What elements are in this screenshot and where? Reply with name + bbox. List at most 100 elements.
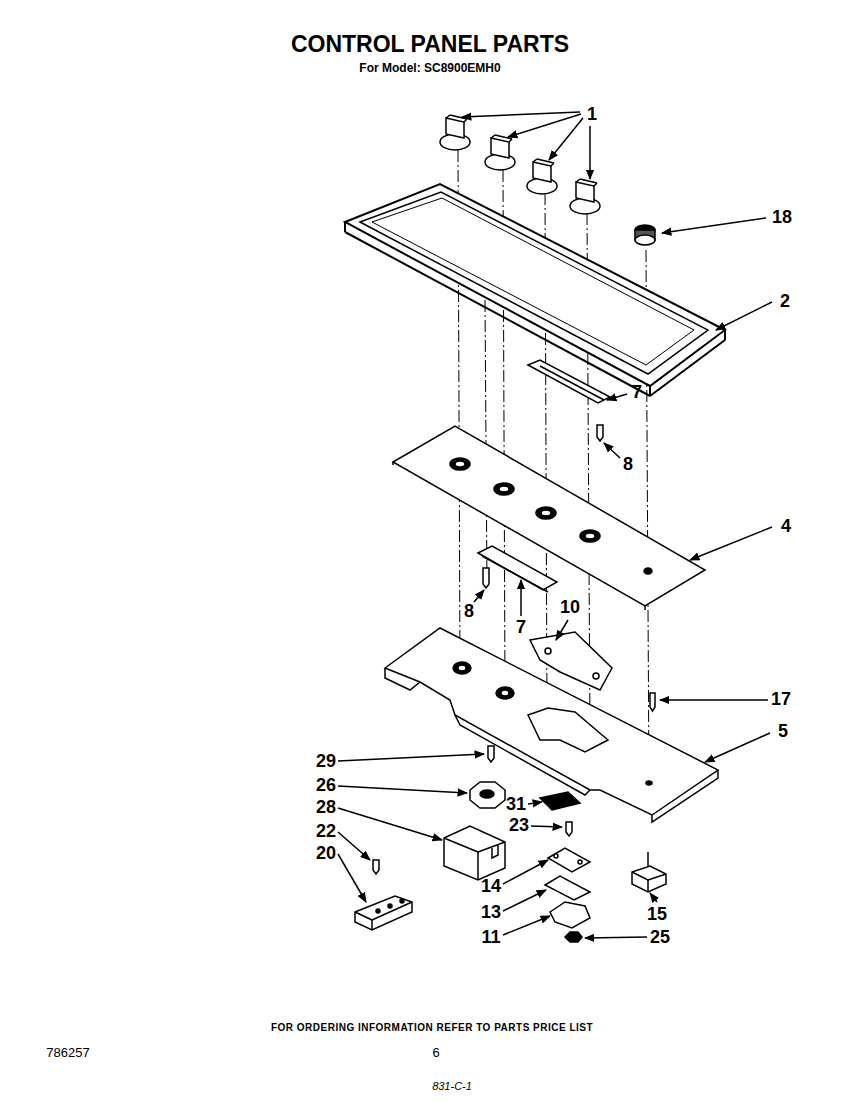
leader-lines-part <box>503 860 548 884</box>
callout-number: 25 <box>650 928 670 948</box>
panel-plate-part <box>455 461 465 467</box>
knobs-part-part <box>635 235 655 245</box>
electrical-components-part <box>388 904 392 908</box>
leader-lines-part <box>338 754 484 761</box>
leader-lines-part <box>503 916 550 935</box>
callout-number: 18 <box>772 208 792 228</box>
knobs-part-part <box>509 139 512 142</box>
mounting-bracket <box>385 628 718 822</box>
leader-lines-part <box>338 832 370 860</box>
leader-lines-part <box>589 126 591 179</box>
label-holder: 28 <box>316 798 336 818</box>
panel-plate-part <box>644 606 646 610</box>
electrical-components-part <box>355 896 412 930</box>
electrical-components-part <box>565 932 582 942</box>
mounting-bracket-part <box>496 687 514 699</box>
electrical-components-part <box>632 866 666 892</box>
leader-lines-part <box>690 527 772 560</box>
control-panel-frame-part <box>724 330 726 340</box>
electrical-components-part <box>648 874 666 880</box>
trim-strips-part <box>482 556 548 592</box>
callout-number: 17 <box>771 690 791 710</box>
trim-strips-part <box>483 568 489 588</box>
label-holder: 7 <box>516 618 526 638</box>
label-holder: 8 <box>623 455 633 475</box>
callout-number: 13 <box>481 903 501 923</box>
callout-number: 14 <box>481 877 501 897</box>
callout-number: 10 <box>560 598 580 618</box>
panel-plate-part <box>536 507 556 519</box>
callout-number: 7 <box>516 618 526 638</box>
electrical-components-part <box>578 860 582 864</box>
knobs <box>440 115 655 245</box>
callout-number: 5 <box>778 722 788 742</box>
knobs-part-part <box>594 183 597 186</box>
mounting-bracket-part <box>453 662 471 674</box>
control-panel-frame-part <box>650 340 725 396</box>
knobs-part <box>485 135 515 170</box>
panel-plate-part <box>450 458 470 470</box>
leader-lines <box>338 112 772 938</box>
callout-number: 4 <box>781 517 791 537</box>
callout-number: 8 <box>623 455 633 475</box>
electrical-components-part <box>376 909 380 913</box>
label-holder: 1 <box>587 105 597 125</box>
knobs-part <box>527 159 557 194</box>
trim-strips-part <box>528 360 610 403</box>
knobs-part-part <box>446 118 464 138</box>
label-holder: 20 <box>316 844 336 864</box>
label-holder: 4 <box>781 517 791 537</box>
trim-strips-part <box>478 546 557 590</box>
diagram-title: CONTROL PANEL PARTS <box>291 32 569 57</box>
leader-lines-part <box>338 786 467 793</box>
knobs-part-part <box>446 115 450 118</box>
panel-plate <box>393 426 705 610</box>
panel-plate-part <box>585 533 595 539</box>
mounting-bracket-part <box>385 628 718 815</box>
electrical-components-part <box>355 912 372 920</box>
document-number: 786257 <box>46 1046 89 1060</box>
control-panel-frame-part <box>344 222 346 232</box>
callout-number: 11 <box>481 928 500 948</box>
leader-lines-part <box>705 733 770 762</box>
label-holder: 7 <box>632 383 642 403</box>
label-holder: 10 <box>560 598 580 618</box>
mounting-bracket-part <box>530 632 612 690</box>
label-holder: 8 <box>464 602 474 622</box>
handwritten-code: 831-C-1 <box>432 1080 472 1092</box>
leader-lines-part <box>650 893 657 902</box>
leader-lines-part <box>660 699 768 701</box>
electrical-components-part <box>566 822 572 836</box>
electrical-components-part <box>444 838 478 852</box>
control-panel-frame-part <box>345 232 650 396</box>
callout-number: 2 <box>780 292 790 312</box>
electrical-components-part <box>632 872 648 880</box>
label-holder: 18 <box>772 208 792 228</box>
electrical-components-part <box>550 902 590 928</box>
control-panel-frame-part <box>360 192 708 374</box>
electrical-components-part <box>400 899 404 903</box>
callout-number: 28 <box>316 798 336 818</box>
callout-number: 15 <box>647 905 667 925</box>
leader-lines-part <box>585 937 647 938</box>
label-holder: 11 <box>481 928 500 948</box>
leader-lines-part <box>528 802 542 804</box>
leader-lines-part <box>549 118 583 160</box>
electrical-components-part <box>545 876 590 900</box>
knobs-part <box>635 225 655 245</box>
ordering-note: FOR ORDERING INFORMATION REFER TO PARTS … <box>271 1022 593 1033</box>
label-holder: 26 <box>316 776 336 796</box>
leader-lines-part <box>520 580 522 616</box>
electrical-components-part <box>647 880 649 892</box>
label-holder: 22 <box>316 822 336 842</box>
leader-lines-part <box>607 394 627 400</box>
callout-number: 7 <box>632 383 642 403</box>
electrical-components-part <box>540 792 580 810</box>
mounting-bracket-part <box>545 648 551 654</box>
electrical-components-part <box>372 902 412 920</box>
label-holder: 25 <box>650 928 670 948</box>
knobs-part-part <box>537 159 554 163</box>
callout-number: 20 <box>316 844 336 864</box>
